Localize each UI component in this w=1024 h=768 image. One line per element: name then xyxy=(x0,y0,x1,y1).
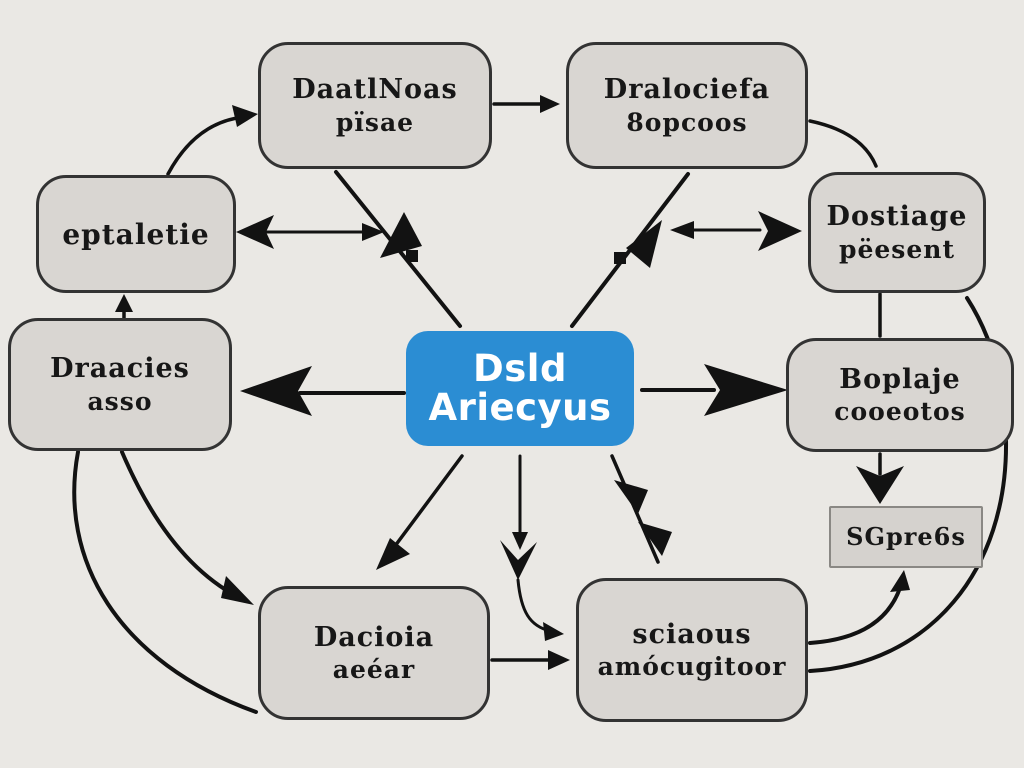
node-sgpres: SGpre6s xyxy=(829,506,983,568)
node-label: Dostiage xyxy=(826,201,968,232)
node-mid-right: Boplaje cooeotos xyxy=(786,338,1014,452)
node-label: Dralociefa xyxy=(603,74,771,105)
arrow-bottom-right-to-sgpres xyxy=(808,570,910,645)
node-sublabel: Ariecyus xyxy=(428,385,612,429)
node-sublabel: amócugitoor xyxy=(597,652,787,682)
node-sublabel: pïsae xyxy=(335,107,415,137)
node-label: DaatlNoas xyxy=(292,74,458,105)
node-sublabel: 8opcoos xyxy=(626,107,748,137)
node-right: Dostiage pëesent xyxy=(808,172,986,293)
arrow-mid-right-to-sgpres xyxy=(856,452,904,504)
arrow-center-to-top-right xyxy=(570,172,690,328)
connector-mid-left-outer-sweep xyxy=(72,450,258,714)
node-label: SGpre6s xyxy=(846,522,966,551)
arrow-mid-left-to-left xyxy=(115,294,133,320)
node-left: eptaletie xyxy=(36,175,236,293)
node-sublabel: asso xyxy=(87,386,153,416)
node-label: sciaous xyxy=(632,618,752,650)
node-sublabel: cooeotos xyxy=(834,397,966,427)
node-mid-left: Draacies asso xyxy=(8,318,232,451)
node-sublabel: aeéar xyxy=(332,655,416,685)
arrow-center-to-mid-right xyxy=(640,364,788,416)
connector-top-right-to-right xyxy=(808,119,878,168)
arrow-center-down-hook xyxy=(500,454,564,641)
node-label: eptaletie xyxy=(62,217,210,251)
node-top-right: Dralociefa 8opcoos xyxy=(566,42,808,169)
arrow-left-to-top-left xyxy=(166,105,258,176)
double-arrow-left xyxy=(236,215,384,249)
double-arrow-right xyxy=(670,211,802,251)
node-top-left: DaatlNoas pïsae xyxy=(258,42,492,169)
node-sublabel: pëesent xyxy=(839,234,955,264)
node-bottom-left: Dacioia aeéar xyxy=(258,586,490,720)
arrow-center-to-bottom-right xyxy=(610,454,672,564)
arrow-mid-left-to-bottom-left xyxy=(120,450,254,605)
arrow-bottom-left-to-bottom-right xyxy=(490,650,570,670)
node-label: Boplaje xyxy=(839,363,961,395)
arrow-top-left-to-center xyxy=(334,170,462,328)
arrow-top-left-to-top-right xyxy=(492,95,560,113)
node-label: Draacies xyxy=(50,353,190,384)
node-bottom-right: sciaous amócugitoor xyxy=(576,578,808,722)
node-label: Dsld xyxy=(473,346,567,390)
arrow-center-to-mid-left xyxy=(240,366,406,416)
arrow-center-to-bottom-left xyxy=(376,454,464,570)
node-center-highlight: Dsld Ariecyus xyxy=(406,331,634,446)
node-label: Dacioia xyxy=(313,621,435,653)
